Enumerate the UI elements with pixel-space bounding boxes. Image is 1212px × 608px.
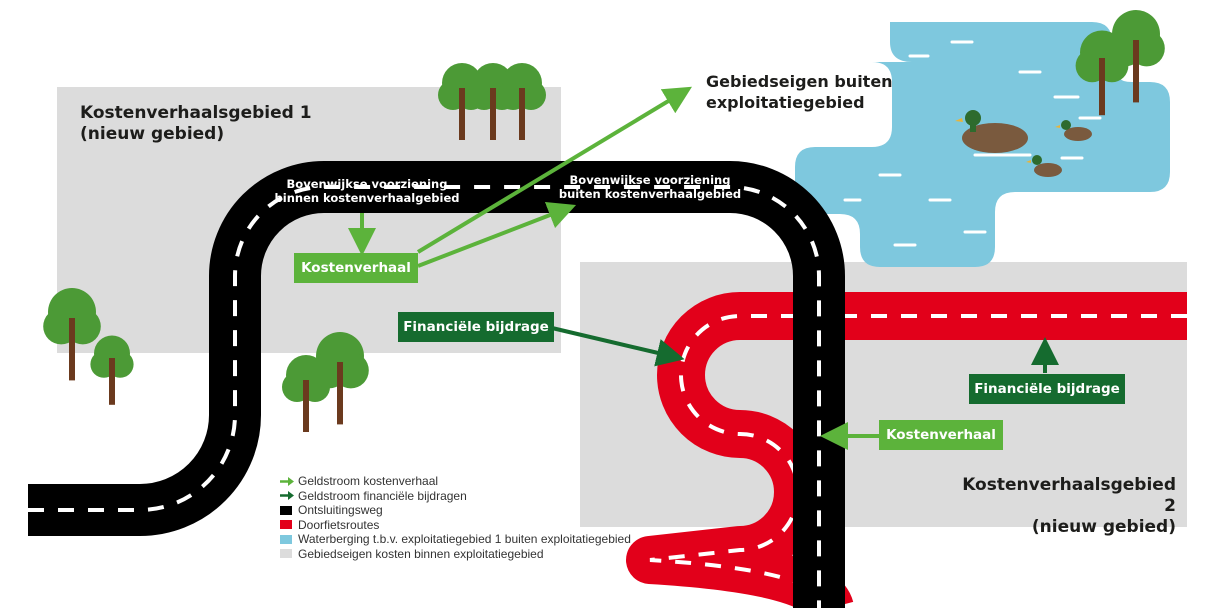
external-area-label-line1: Gebiedseigen buiten — [706, 72, 893, 91]
tree-icon — [43, 288, 101, 381]
legend-label: Geldstroom kostenverhaal — [298, 474, 439, 489]
duck-icon — [1055, 120, 1092, 141]
tree-icon — [311, 332, 369, 425]
red-square-icon — [280, 520, 292, 530]
legend-item: Waterberging t.b.v. exploitatiegebied 1 … — [280, 532, 631, 547]
road-label-outside: Bovenwijkse voorziening buiten kostenver… — [545, 173, 755, 201]
external-area-label-line2: exploitatiegebied — [706, 93, 865, 112]
legend-label: Gebiedseigen kosten binnen exploitatiege… — [298, 546, 544, 561]
kostenverhaal-box-1: Kostenverhaal — [294, 253, 418, 283]
financiele-bijdrage-box-1: Financiële bijdrage — [398, 312, 554, 342]
road-label-inside-line2: binnen kostenverhaalgebied — [274, 191, 460, 205]
legend: Geldstroom kostenverhaal Geldstroom fina… — [280, 474, 631, 561]
legend-label: Doorfietsroutes — [298, 517, 380, 532]
legend-item: Geldstroom kostenverhaal — [280, 474, 631, 489]
legend-item: Ontsluitingsweg — [280, 503, 631, 518]
area-1-title-line1: Kostenverhaalsgebied 1 — [80, 103, 312, 123]
road-label-inside-line1: Bovenwijkse voorziening — [286, 177, 448, 191]
area-2-title: Kostenverhaalsgebied 2 (nieuw gebied) — [946, 475, 1176, 538]
road-label-inside: Bovenwijkse voorziening binnen kostenver… — [262, 177, 472, 205]
gray-square-icon — [280, 549, 292, 559]
black-square-icon — [280, 505, 292, 515]
tree-icon — [498, 63, 546, 140]
area-1-region — [57, 87, 561, 353]
legend-label: Ontsluitingsweg — [298, 503, 383, 518]
arrow-light-green-icon — [417, 201, 577, 268]
tree-icon — [90, 335, 134, 405]
area-1-title-line2: (nieuw gebied) — [80, 124, 225, 144]
area-2-title-line1: Kostenverhaalsgebied 2 — [962, 475, 1176, 516]
blue-square-icon — [280, 534, 292, 544]
trees — [43, 10, 1165, 432]
duck-icon — [955, 110, 1028, 153]
tree-icon — [1107, 10, 1165, 103]
legend-item: Geldstroom financiële bijdragen — [280, 489, 631, 504]
arrow-dark-green-icon — [280, 491, 294, 501]
external-area-label: Gebiedseigen buiten exploitatiegebied — [706, 71, 893, 113]
kostenverhaal-box-2: Kostenverhaal — [879, 420, 1003, 450]
access-road — [28, 161, 845, 608]
legend-item: Gebiedseigen kosten binnen exploitatiege… — [280, 547, 631, 562]
financiele-bijdrage-box-2: Financiële bijdrage — [969, 374, 1125, 404]
arrow-light-green-icon — [280, 476, 294, 486]
duck-icon — [1026, 155, 1062, 177]
legend-label: Geldstroom financiële bijdragen — [298, 488, 467, 503]
road-label-outside-line2: buiten kostenverhaalgebied — [558, 187, 742, 201]
arrow-dark-green-icon — [551, 326, 685, 367]
area-1-title: Kostenverhaalsgebied 1 (nieuw gebied) — [80, 103, 312, 145]
legend-item: Doorfietsroutes — [280, 518, 631, 533]
road-label-outside-line1: Bovenwijkse voorziening — [569, 173, 731, 187]
area-2-title-line2: (nieuw gebied) — [1031, 517, 1176, 537]
arrow-light-green-icon — [416, 86, 692, 254]
legend-label: Waterberging t.b.v. exploitatiegebied 1 … — [298, 532, 631, 547]
